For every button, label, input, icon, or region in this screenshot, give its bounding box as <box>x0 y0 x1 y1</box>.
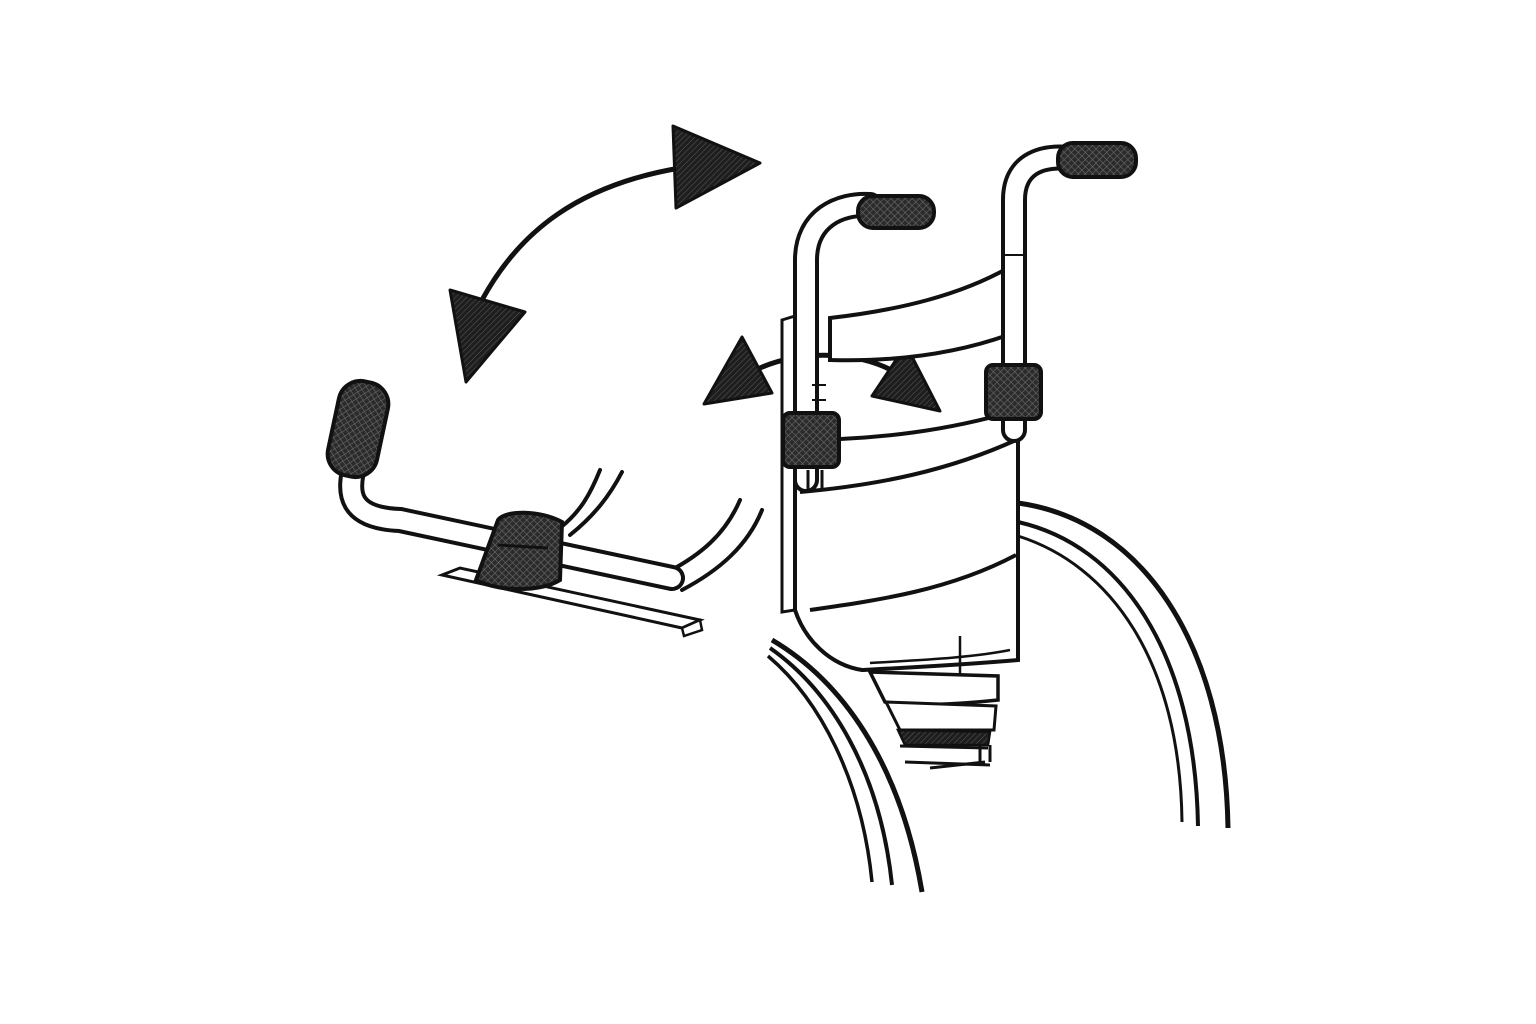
arrowhead-right-icon <box>671 124 762 210</box>
handle-grip-folded-icon <box>325 378 391 480</box>
handle-clamp-right <box>984 363 1043 421</box>
handle-clamp-folded <box>473 510 565 591</box>
push-handle-folded <box>325 378 764 638</box>
rotation-arrow-large <box>448 124 762 384</box>
rear-wheel-right <box>1017 500 1231 829</box>
push-handle-right-upright <box>984 141 1138 443</box>
handle-grip-right-icon <box>1056 141 1138 179</box>
handle-clamp-left <box>781 411 841 469</box>
rear-wheel-left <box>766 637 925 893</box>
push-handle-left-upright <box>781 191 936 493</box>
seat-base <box>867 670 1000 707</box>
arrowhead-left-icon <box>702 335 774 406</box>
rotation-arrow-small <box>702 335 942 413</box>
arrowhead-right-small-icon <box>870 343 942 413</box>
handle-grip-left-icon <box>856 194 936 230</box>
backrest-upper-strap <box>828 264 1010 363</box>
arrowhead-down-icon <box>448 288 527 384</box>
